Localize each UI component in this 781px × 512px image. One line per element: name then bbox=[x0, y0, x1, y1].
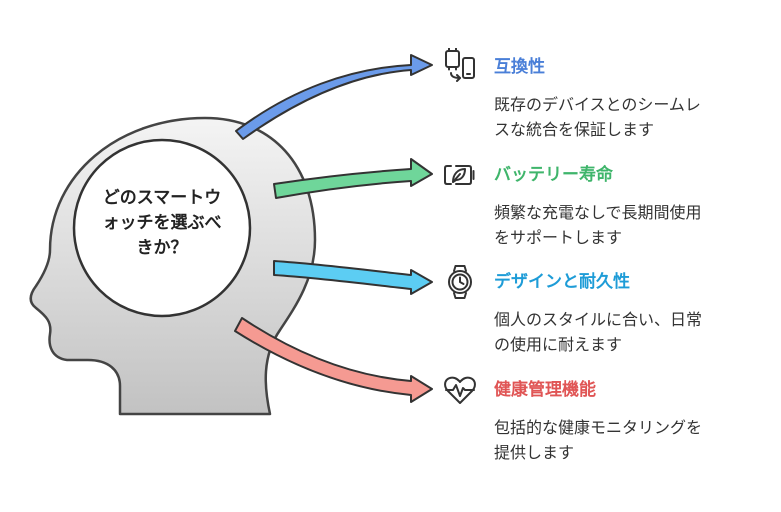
item-description: 頻繁な充電なしで長期間使用 をサポートします bbox=[494, 200, 779, 250]
center-question-line: きか？ bbox=[136, 238, 188, 258]
eco-battery-icon bbox=[444, 165, 475, 185]
arrow-compatibility bbox=[235, 54, 433, 140]
item-title: デザインと耐久性 bbox=[494, 272, 630, 292]
item-description: 既存のデバイスとのシームレ スな統合を保証します bbox=[494, 92, 779, 142]
item-description-line: スな統合を保証します bbox=[494, 120, 655, 139]
item-description-line: の使用に耐えます bbox=[494, 335, 623, 354]
item-description: 包括的な健康モニタリングを 提供します bbox=[494, 415, 779, 465]
item-design-durability: デザインと耐久性 個人のスタイルに合い、日常 の使用に耐えます bbox=[494, 270, 779, 357]
item-description-line: をサポートします bbox=[494, 228, 623, 247]
item-description-line: 包括的な健康モニタリングを bbox=[494, 418, 703, 437]
device-sync-icon bbox=[445, 48, 475, 82]
item-battery-life: バッテリー寿命 頻繁な充電なしで長期間使用 をサポートします bbox=[494, 163, 779, 250]
item-description-line: 提供します bbox=[494, 443, 575, 462]
item-title: バッテリー寿命 bbox=[494, 165, 613, 185]
heartbeat-icon bbox=[444, 376, 476, 404]
item-title: 健康管理機能 bbox=[494, 380, 596, 400]
item-description: 個人のスタイルに合い、日常 の使用に耐えます bbox=[494, 307, 779, 357]
center-question-line: どのスマートウ bbox=[102, 188, 222, 208]
item-health-features: 健康管理機能 包括的な健康モニタリングを 提供します bbox=[494, 378, 779, 465]
arrow-health bbox=[234, 317, 433, 403]
item-description-line: 既存のデバイスとのシームレ bbox=[494, 95, 701, 114]
item-description-line: 頻繁な充電なしで長期間使用 bbox=[494, 203, 702, 222]
item-description-line: 個人のスタイルに合い、日常 bbox=[494, 310, 703, 329]
arrow-design bbox=[273, 260, 433, 295]
item-title: 互換性 bbox=[494, 57, 545, 77]
center-circle bbox=[72, 138, 252, 318]
arrow-battery bbox=[273, 158, 433, 199]
item-compatibility: 互換性 既存のデバイスとのシームレ スな統合を保証します bbox=[494, 55, 779, 142]
center-question-line: ォッチを選ぶべ bbox=[102, 213, 222, 233]
center-question: どのスマートウ ォッチを選ぶべ きか？ bbox=[62, 186, 262, 261]
watch-icon bbox=[448, 265, 472, 299]
